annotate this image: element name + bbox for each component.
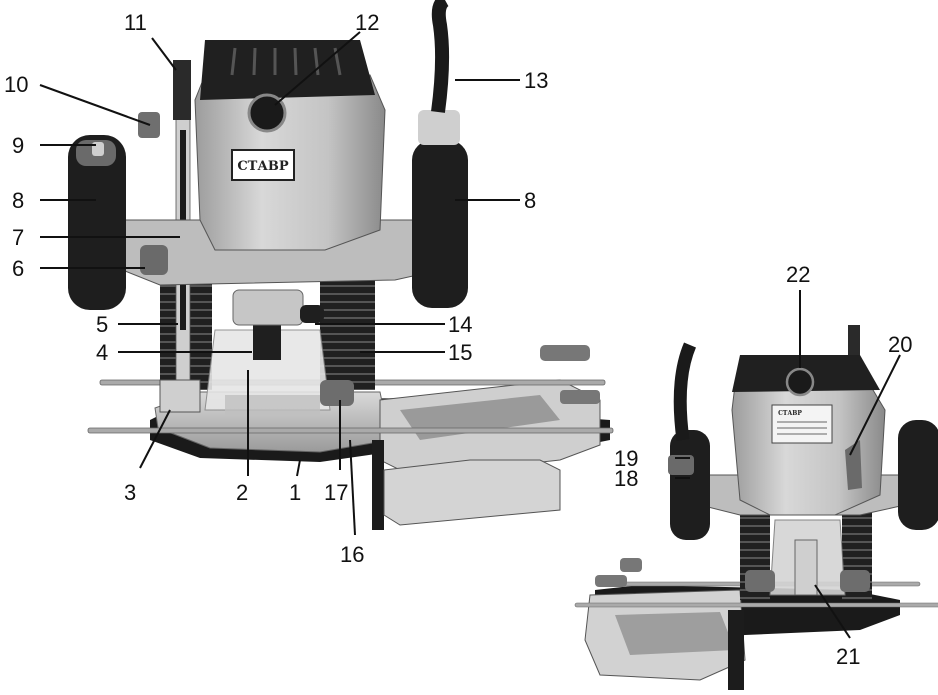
callout-8-right: 8 xyxy=(524,188,536,213)
callout-13: 13 xyxy=(524,68,548,93)
chip-shield xyxy=(204,329,331,411)
callout-8-left: 8 xyxy=(12,188,24,213)
leader-lines xyxy=(39,31,901,639)
callout-5: 5 xyxy=(96,312,108,337)
callout-21: 21 xyxy=(836,644,860,669)
callout-22: 22 xyxy=(786,262,810,287)
switch-lock-lever xyxy=(845,440,862,490)
svg-text:СТАВР: СТАВР xyxy=(778,410,802,417)
right-handle xyxy=(412,140,468,308)
plunge-lock-lever xyxy=(140,245,168,275)
callout-6: 6 xyxy=(12,256,24,281)
callout-18: 18 xyxy=(614,466,638,491)
brand-text: СТАВР xyxy=(237,159,289,174)
callout-11: 11 xyxy=(124,10,147,35)
fine-depth-knob xyxy=(173,60,191,120)
callout-19: 19 xyxy=(614,446,638,471)
callout-1: 1 xyxy=(289,480,301,505)
collet xyxy=(253,320,281,360)
left-handle xyxy=(68,135,126,310)
spec-label xyxy=(771,404,833,444)
guide-knob-top xyxy=(540,345,590,361)
callout-9: 9 xyxy=(12,133,24,158)
rear-collet xyxy=(794,539,818,596)
power-switch xyxy=(668,455,694,475)
callout-3: 3 xyxy=(124,480,136,505)
rear-view-router: СТАВР xyxy=(574,325,938,690)
power-cable xyxy=(431,0,450,113)
callout-14: 14 xyxy=(448,312,472,337)
callout-7: 7 xyxy=(12,225,24,250)
callout-12: 12 xyxy=(355,10,379,35)
right-column xyxy=(320,275,375,390)
depth-turret xyxy=(159,379,201,413)
spindle-lock xyxy=(300,305,324,323)
callout-17: 17 xyxy=(324,480,348,505)
brand-label xyxy=(231,149,295,181)
rear-speed-dial xyxy=(785,367,815,397)
main-router: СТАВР xyxy=(68,0,614,530)
callout-20: 20 xyxy=(888,332,912,357)
motor-top-cover xyxy=(200,40,375,100)
callout-labels: 1 2 3 4 5 6 7 8 8 9 10 11 12 13 14 15 16… xyxy=(4,10,912,669)
callout-16: 16 xyxy=(340,542,364,567)
callout-10: 10 xyxy=(4,72,28,97)
guide-rod-lower xyxy=(87,427,614,434)
guide-lock-knob xyxy=(320,380,354,406)
callout-4: 4 xyxy=(96,340,108,365)
callout-15: 15 xyxy=(448,340,472,365)
callout-2: 2 xyxy=(236,480,248,505)
